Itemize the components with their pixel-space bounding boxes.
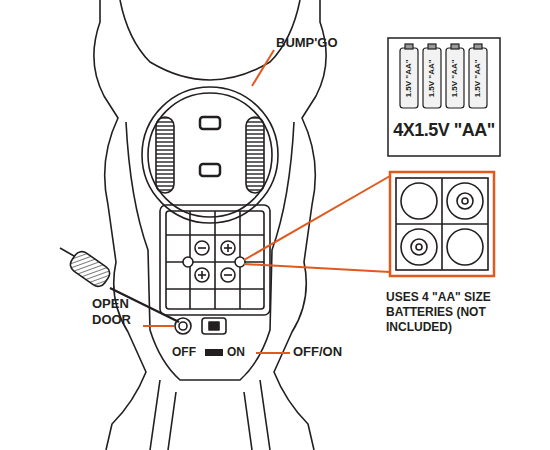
callout-label: OFF/ON (293, 345, 342, 359)
switch-label: OFF (172, 346, 196, 359)
battery-label: 1.5V "AA" (428, 59, 437, 97)
battery-label: 1.5V "AA" (405, 59, 414, 97)
battery-label: 1.5V "AA" (474, 59, 483, 97)
part-name: BUMP'GO (276, 36, 338, 50)
callout-label: OPEN DOOR (92, 296, 148, 329)
switch-bar (205, 349, 223, 356)
battery-spec: 4X1.5V "AA" (393, 121, 495, 141)
battery-note: USES 4 "AA" SIZE BATTERIES (NOT INCLUDED… (386, 290, 516, 335)
battery-label: 1.5V "AA" (451, 59, 460, 97)
switch-label: ON (227, 346, 245, 359)
